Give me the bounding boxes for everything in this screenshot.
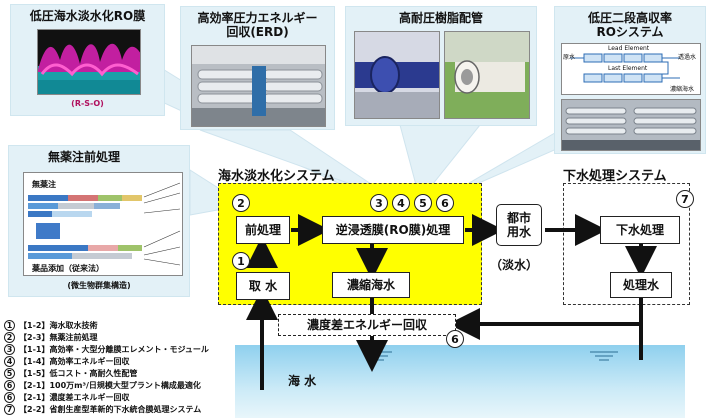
membrane-micrograph-icon	[38, 43, 140, 94]
ro-membrane-callout: 低圧海水淡水化RO膜 (R-S-O)	[10, 4, 165, 116]
legend-text: 【1-1】高効率・大型分離膜エレメント・モジュール	[19, 345, 209, 354]
marker-4: 4	[392, 194, 410, 212]
ro-treatment-box: 逆浸透膜(RO膜)処理	[322, 216, 464, 244]
legend-number: 6	[4, 392, 15, 403]
ro-plant-photo-icon	[562, 100, 700, 150]
erd-title: 高効率圧力エネルギー 回収(ERD)	[197, 11, 318, 39]
pretreatment-chart: 無薬注 薬品添加（従来法）	[23, 172, 183, 276]
ro-stage-schematic-icon	[562, 44, 700, 94]
no-chem-label: 無薬注	[32, 180, 56, 189]
piping-photo-2	[444, 31, 530, 119]
legend-number: 7	[4, 404, 15, 415]
sewage-treatment-box: 下水処理	[600, 216, 680, 244]
marker-6: 6	[436, 194, 454, 212]
pretreatment-callout: 無薬注前処理	[8, 145, 190, 297]
legend-text: 【2-3】無薬注前処理	[19, 333, 98, 342]
erd-callout-pointer	[199, 129, 396, 201]
raw-water-label: 原水	[563, 54, 576, 61]
two-stage-callout: 低圧二段高収率 ROシステム Lead Element Last Element…	[554, 6, 706, 154]
legend-number: 2	[4, 332, 15, 343]
legend-text: 【1-2】海水取水技術	[19, 321, 98, 330]
treated-water-box: 処理水	[610, 272, 672, 298]
legend-text: 【2-1】濃度差エネルギー回収	[19, 393, 130, 402]
legend-item: 6 【2-1】濃度差エネルギー回収	[4, 392, 129, 403]
piping-title: 高耐圧樹脂配管	[398, 11, 483, 25]
permeate-label: 透過水	[678, 54, 697, 61]
marker-3: 3	[370, 194, 388, 212]
piping-callout: 高耐圧樹脂配管	[345, 6, 537, 126]
ro-membrane-caption: (R-S-O)	[71, 99, 104, 108]
ro-membrane-image	[37, 29, 141, 95]
marker-7: 7	[676, 190, 694, 208]
concentrate-label: 濃縮海水	[670, 86, 695, 93]
marker-2: 2	[232, 194, 250, 212]
brine-box: 濃縮海水	[332, 272, 410, 298]
legend-number: 3	[4, 344, 15, 355]
marker-5: 5	[414, 194, 432, 212]
ro-membrane-title: 低圧海水淡水化RO膜	[29, 9, 146, 23]
erd-photo	[191, 45, 326, 127]
legend-text: 【2-2】省創生産型革新的下水統合膜処理システム	[19, 405, 202, 414]
legend-number: 6	[4, 380, 15, 391]
pretreatment-box: 前処理	[236, 216, 290, 244]
legend-text: 【1-4】高効率エネルギー回収	[19, 357, 130, 366]
two-stage-schematic: Lead Element Last Element 原水 透過水 濃縮海水	[561, 43, 701, 95]
last-element-label: Last Element	[608, 65, 648, 72]
legend-number: 5	[4, 368, 15, 379]
marker-1: 1	[232, 252, 250, 270]
lead-element-label: Lead Element	[608, 45, 650, 52]
legend-item: 4 【1-4】高効率エネルギー回収	[4, 356, 129, 367]
erd-equipment-icon	[192, 46, 325, 126]
marker-6-energy: 6	[446, 330, 464, 348]
blue-pipe-icon	[355, 32, 439, 118]
legend-item: 3 【1-1】高効率・大型分離膜エレメント・モジュール	[4, 344, 209, 355]
piping-photo-1	[354, 31, 440, 119]
erd-callout: 高効率圧力エネルギー 回収(ERD)	[180, 6, 335, 130]
microbial-community-chart-icon	[24, 173, 182, 275]
sea-area	[235, 345, 685, 418]
sewage-system-title: 下水処理システム	[563, 169, 667, 184]
legend-item: 2 【2-3】無薬注前処理	[4, 332, 97, 343]
two-stage-title: 低圧二段高収率 ROシステム	[587, 11, 672, 39]
legend-item: 6 【2-1】100万m³/日規模大型プラント構成最適化	[4, 380, 201, 391]
legend-number: 4	[4, 356, 15, 367]
legend-item: 7 【2-2】省創生産型革新的下水統合膜処理システム	[4, 404, 201, 415]
fresh-water-label: （淡水）	[490, 258, 539, 272]
chem-added-label: 薬品添加（従来法）	[32, 264, 104, 273]
pretreatment-caption: (微生物群集構造)	[67, 281, 131, 290]
intake-box: 取 水	[236, 272, 290, 300]
legend-text: 【2-1】100万m³/日規模大型プラント構成最適化	[19, 381, 201, 390]
legend-item: 1 【1-2】海水取水技術	[4, 320, 97, 331]
pipe-flange-icon	[445, 32, 529, 118]
urban-water-box: 都市 用水	[496, 204, 542, 246]
desal-system-title: 海水淡水化システム	[218, 169, 335, 184]
sea-label: 海 水	[288, 374, 317, 388]
legend-text: 【1-5】低コスト・高耐久性配管	[19, 369, 138, 378]
two-stage-photo	[561, 99, 701, 151]
legend-item: 5 【1-5】低コスト・高耐久性配管	[4, 368, 137, 379]
pretreatment-title: 無薬注前処理	[47, 150, 120, 164]
legend-number: 1	[4, 320, 15, 331]
concentration-energy-box: 濃度差エネルギー回収	[278, 314, 456, 336]
